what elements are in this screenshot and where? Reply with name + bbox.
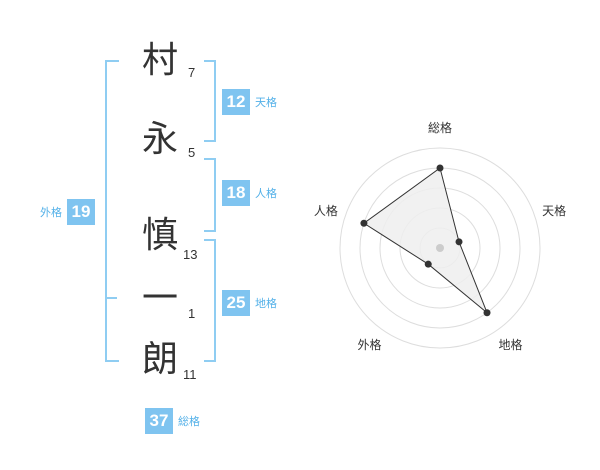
jinkaku-badge: 18 人格: [222, 180, 277, 206]
radar-point-2: [455, 238, 463, 246]
radar-area: [363, 167, 488, 314]
radar-point-3: [483, 309, 491, 317]
soukaku-badge: 37 総格: [145, 408, 200, 434]
gaikaku-badge: 外格 19: [40, 199, 95, 225]
gaikaku-bracket: [105, 60, 119, 362]
tenkaku-value: 12: [222, 89, 250, 115]
stroke-count-1: 7: [188, 65, 196, 80]
radar-axis-label-4: 外格: [357, 337, 381, 352]
soukaku-value: 37: [145, 408, 173, 434]
chikaku-badge: 25 地格: [222, 290, 277, 316]
chikaku-bracket: [204, 239, 216, 362]
radar-ring-5: [339, 147, 541, 349]
jinkaku-label: 人格: [255, 187, 277, 200]
name-char-1: 村: [142, 40, 179, 81]
chikaku-value: 25: [222, 290, 250, 316]
radar-point-5: [360, 219, 368, 227]
radar-points: [360, 164, 491, 317]
jinkaku-value: 18: [222, 180, 250, 206]
name-char-5: 朗: [142, 339, 179, 380]
gaikaku-bracket-split: [105, 297, 117, 299]
stroke-count-3: 13: [183, 247, 198, 262]
chikaku-label: 地格: [255, 297, 277, 310]
soukaku-label: 総格: [178, 415, 200, 428]
radar-axis-label-2: 天格: [542, 203, 566, 218]
stroke-count-2: 5: [188, 145, 196, 160]
tenkaku-label: 天格: [255, 96, 277, 109]
gaikaku-value: 19: [67, 199, 95, 225]
radar-axis-label-3: 地格: [499, 337, 523, 352]
radar-axis-label-1: 総格: [428, 120, 452, 135]
stroke-count-4: 1: [188, 306, 196, 321]
name-char-3: 慎: [142, 215, 179, 256]
gaikaku-label: 外格: [40, 206, 62, 219]
stroke-count-5: 11: [183, 367, 197, 382]
name-char-2: 永: [142, 119, 179, 160]
radar-axis-label-5: 人格: [314, 203, 338, 218]
tenkaku-bracket: [204, 60, 216, 142]
tenkaku-badge: 12 天格: [222, 89, 277, 115]
radar-point-4: [424, 260, 432, 268]
name-char-4: 一: [142, 278, 179, 319]
jinkaku-bracket: [204, 158, 216, 232]
radar-point-1: [436, 164, 444, 172]
radar-center-dot: [436, 244, 444, 252]
